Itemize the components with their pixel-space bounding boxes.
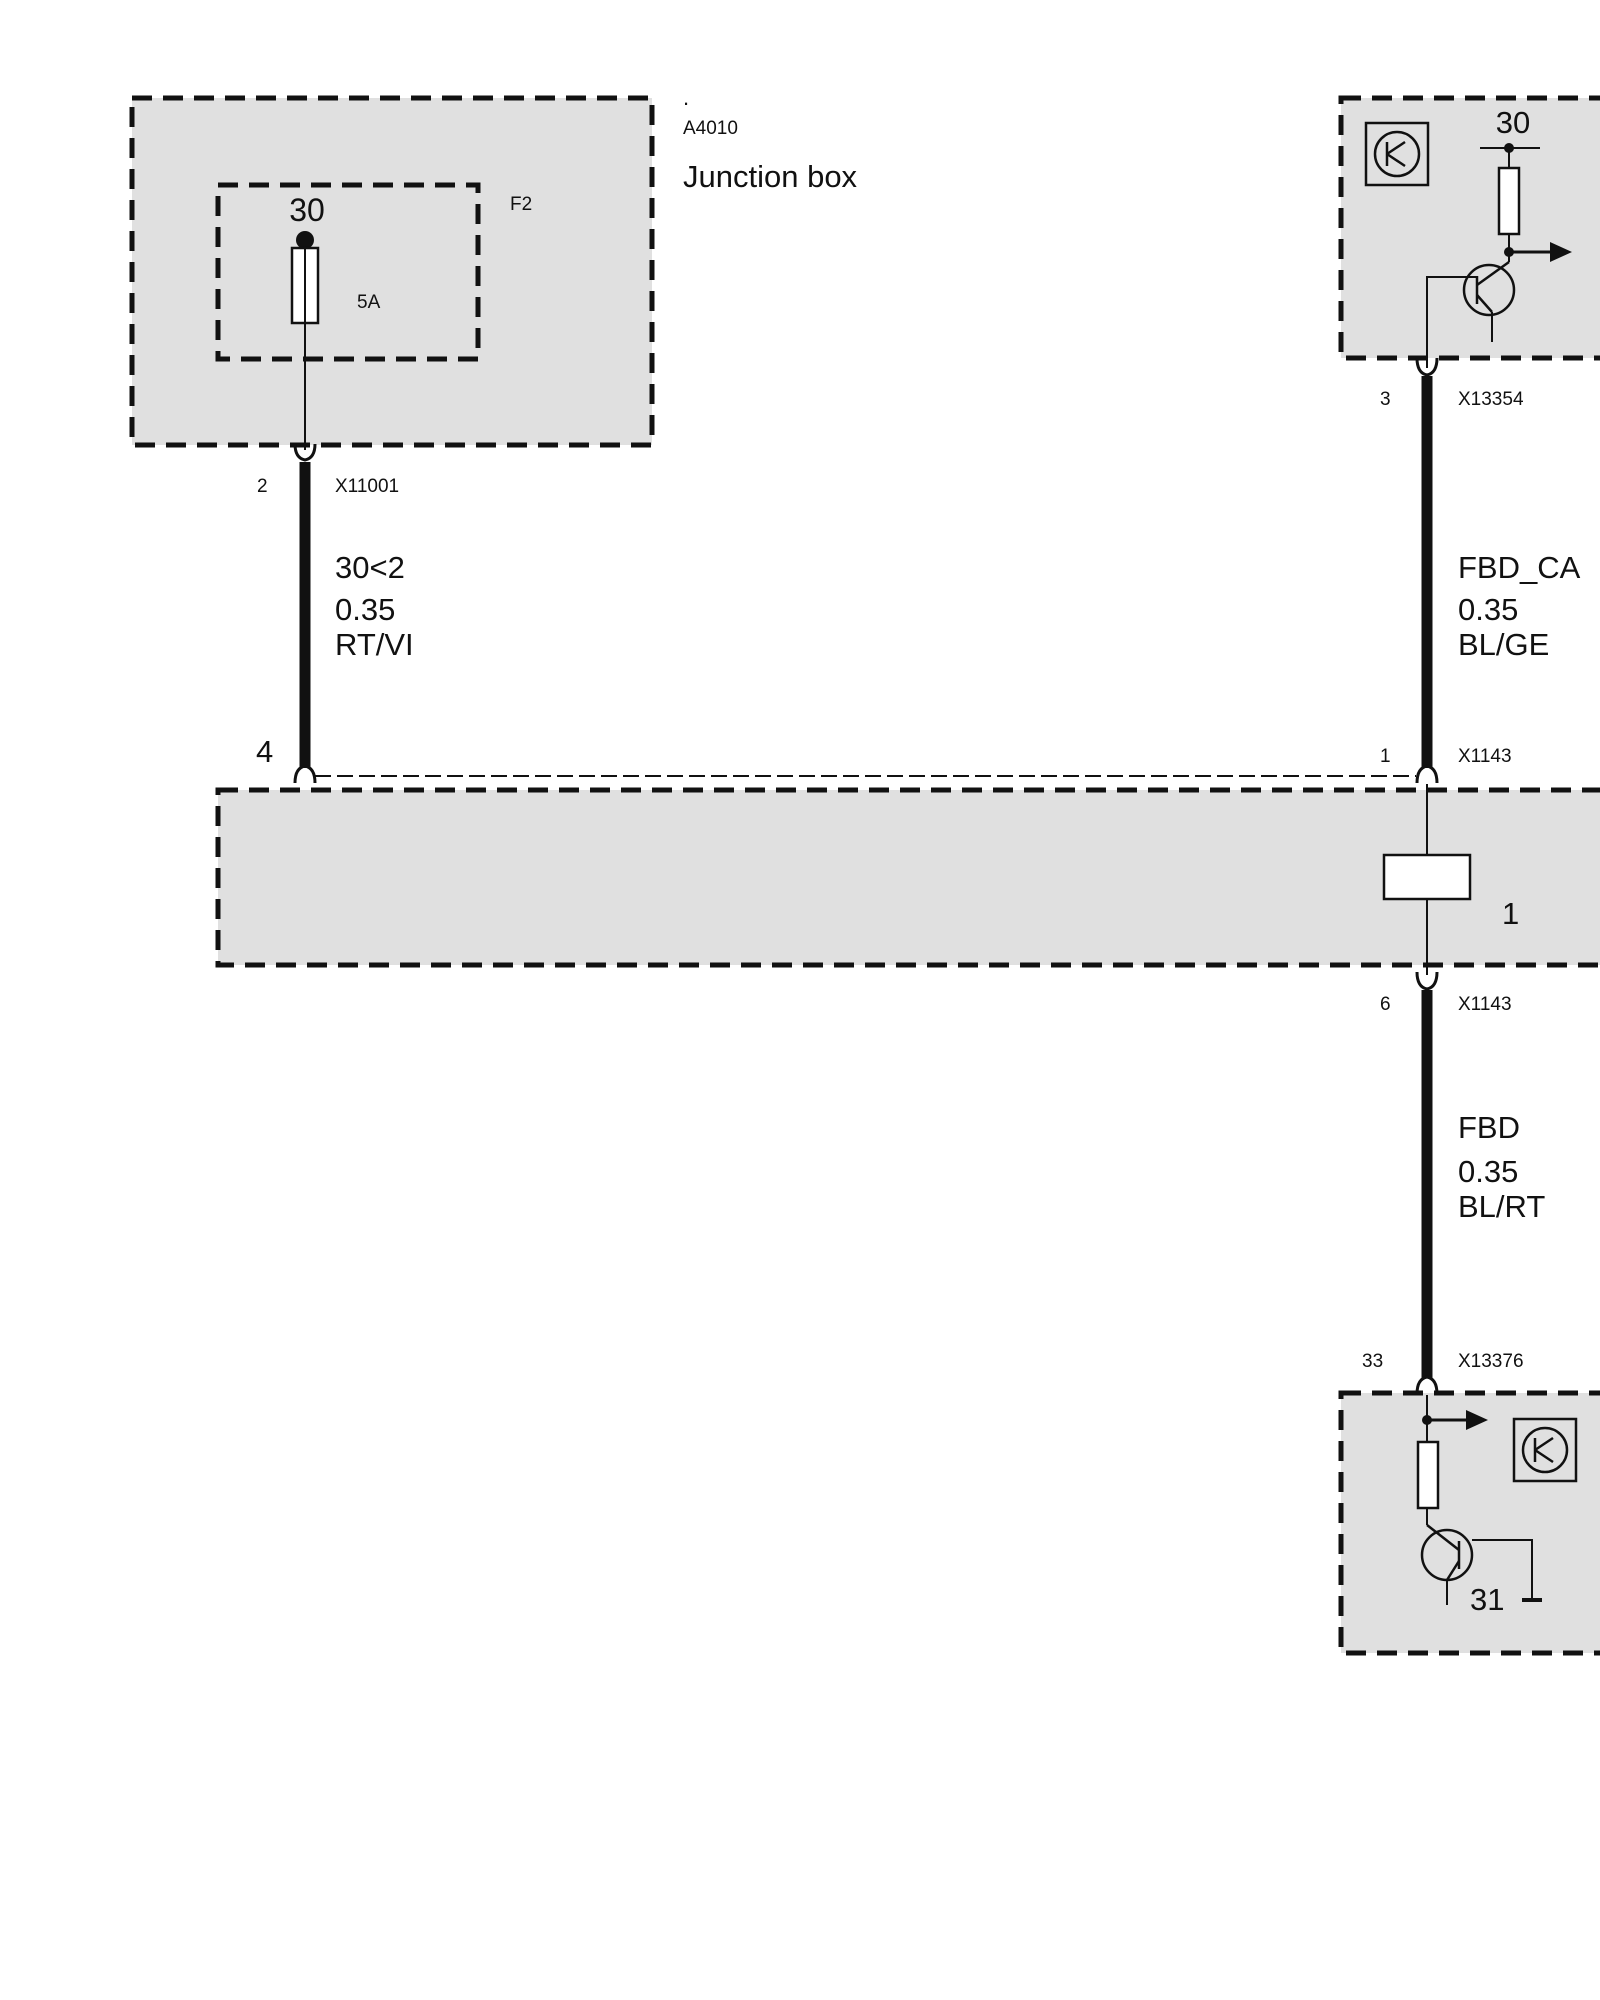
coil-icon bbox=[1382, 853, 1472, 901]
wire-right-top-signal: FBD_CA bbox=[1458, 550, 1581, 585]
wire-right-bottom-signal: FBD bbox=[1458, 1110, 1520, 1145]
output-arrow-icon bbox=[1466, 1410, 1488, 1430]
connector-x13376-pin: 33 bbox=[1362, 1351, 1383, 1372]
fuse-terminal-label: 30 bbox=[289, 192, 325, 228]
connector-x1143-top-icon bbox=[1415, 764, 1439, 784]
connector-x13354-icon bbox=[1415, 357, 1439, 377]
junction-box-outline bbox=[129, 95, 655, 448]
pullup-resistor-icon bbox=[1497, 166, 1521, 236]
middle-component-label: 1 bbox=[1502, 896, 1519, 931]
wire-right-bottom-gauge: 0.35 bbox=[1458, 1154, 1518, 1189]
top-right-module-outline bbox=[1338, 95, 1600, 361]
fuse-terminal-dot bbox=[296, 231, 314, 249]
top-right-terminal-label: 30 bbox=[1496, 105, 1530, 140]
connector-x1143-bottom-icon bbox=[1415, 971, 1439, 991]
connector-x13376-icon bbox=[1415, 1375, 1439, 1395]
connector-x11001-pin: 2 bbox=[257, 476, 268, 497]
bottom-right-module-outline bbox=[1338, 1390, 1600, 1656]
connector-x11001-icon bbox=[293, 443, 317, 462]
connector-x13376-id: X13376 bbox=[1458, 1351, 1524, 1372]
middle-component: 1 bbox=[215, 784, 1600, 975]
splice-pin: 4 bbox=[256, 734, 273, 769]
transistor-icon bbox=[1462, 263, 1516, 317]
junction-box-name: Junction box bbox=[683, 159, 858, 194]
connector-x1143-bottom-pin: 6 bbox=[1380, 994, 1391, 1015]
junction-box: . A4010 Junction box F2 30 5A bbox=[129, 85, 858, 450]
junction-box-dot: . bbox=[683, 85, 689, 110]
connector-x13354-pin: 3 bbox=[1380, 389, 1391, 410]
connector-x1143-bottom-id: X1143 bbox=[1458, 994, 1512, 1015]
top-right-module: 30 bbox=[1338, 95, 1600, 368]
control-unit-icon bbox=[1512, 1417, 1578, 1483]
splice-connector-icon bbox=[293, 764, 317, 784]
wire-right-top-gauge: 0.35 bbox=[1458, 592, 1518, 627]
pullup-resistor-icon bbox=[1416, 1440, 1440, 1510]
connector-x13354-id: X13354 bbox=[1458, 389, 1524, 410]
ground-terminal-label: 31 bbox=[1470, 1582, 1504, 1617]
junction-box-code: A4010 bbox=[683, 118, 738, 139]
control-unit-icon bbox=[1364, 121, 1430, 187]
fuse-rating: 5A bbox=[357, 292, 381, 313]
fuse-f2-outline bbox=[215, 182, 481, 362]
middle-component-outline bbox=[215, 787, 1600, 968]
connector-x1143-top-id: X1143 bbox=[1458, 746, 1512, 767]
connector-x1143-top-pin: 1 bbox=[1380, 746, 1391, 767]
wire-right-bottom-color: BL/RT bbox=[1458, 1189, 1545, 1224]
connector-x11001-id: X11001 bbox=[335, 476, 399, 497]
wire-left-gauge: 0.35 bbox=[335, 592, 395, 627]
output-arrow-icon bbox=[1550, 242, 1572, 262]
wire-left-signal: 30<2 bbox=[335, 550, 405, 585]
wire-left-color: RT/VI bbox=[335, 627, 414, 662]
bottom-right-module: 31 bbox=[1338, 1390, 1600, 1656]
wire-right-top-color: BL/GE bbox=[1458, 627, 1549, 662]
fuse-id: F2 bbox=[510, 194, 532, 215]
